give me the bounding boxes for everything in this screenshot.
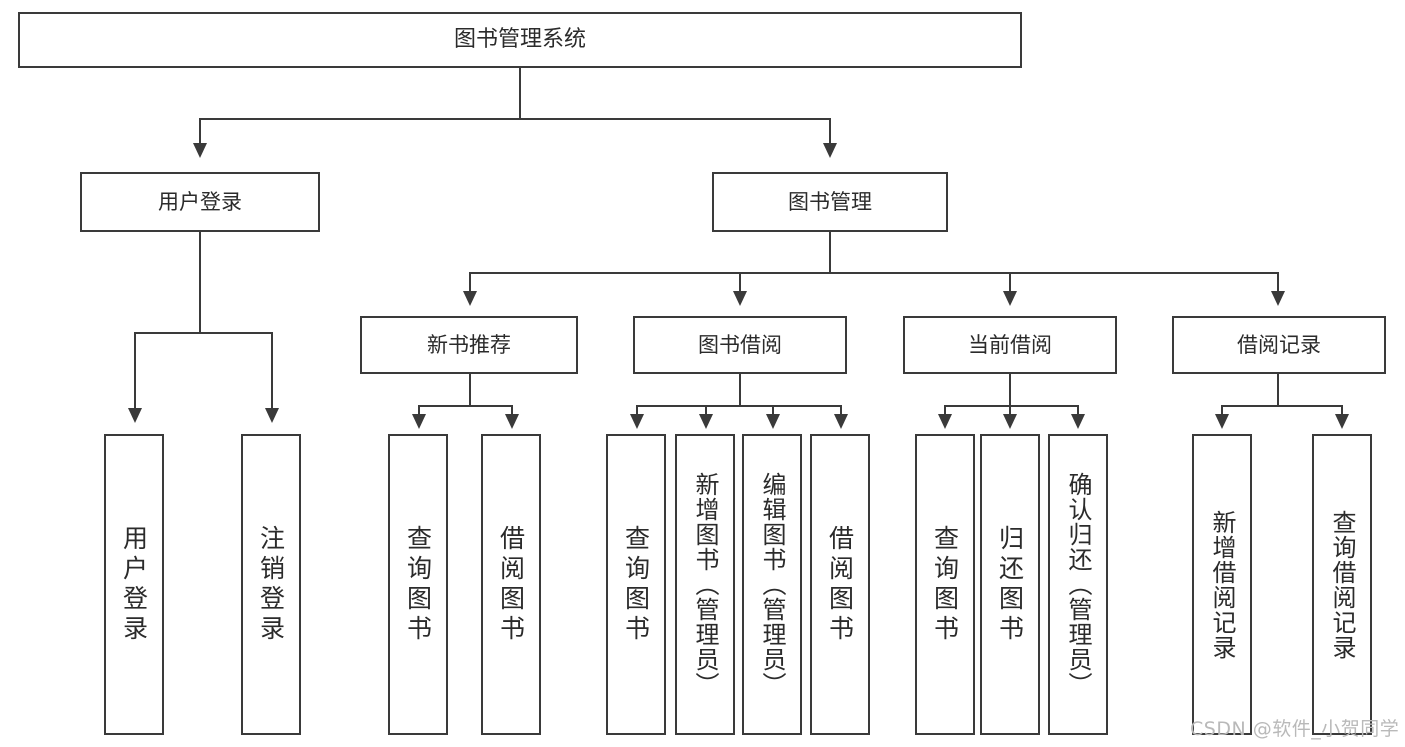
connector-borrow-record-bar [1221,405,1343,407]
leaf-bb-edit-book[interactable]: 编辑图书（管理员） [742,434,802,735]
connector-bm-drop-3 [1009,272,1011,294]
arrow-to-nb-borrow-book [505,414,519,429]
node-label: 图书管理系统 [453,27,586,53]
arrow-to-cb-return-book [1003,414,1017,429]
arrow-to-current-borrow [1003,291,1017,306]
connector-new-book-bar [418,405,513,407]
csdn-watermark: CSDN @软件_小贺同学 [1190,718,1400,740]
arrow-to-new-book [463,291,477,306]
connector-root-stem [519,68,521,118]
arrow-to-br-query-record [1335,414,1349,429]
connector-bm-drop-4 [1277,272,1279,294]
node-label: 借阅图书 [825,524,855,645]
leaf-bb-query-book[interactable]: 查询图书 [606,434,666,735]
arrow-to-book-management [823,143,837,158]
node-book-borrow[interactable]: 图书借阅 [633,316,847,374]
connector-book-management-stem [829,232,831,273]
arrow-to-user-login-leaf [128,408,142,423]
connector-cb-drop-2 [1009,405,1011,417]
arrow-to-user-login [193,143,207,158]
connector-br-drop-2 [1341,405,1343,417]
connector-book-management-bar [469,272,1279,274]
connector-user-login-stem [199,232,201,333]
connector-current-borrow-stem [1009,374,1011,406]
node-label: 归还图书 [995,524,1025,645]
arrow-to-bb-edit-book [766,414,780,429]
connector-nb-drop-1 [418,405,420,417]
connector-bb-drop-4 [840,405,842,417]
connector-new-book-stem [469,374,471,406]
node-user-login[interactable]: 用户登录 [80,172,320,232]
leaf-nb-borrow-book[interactable]: 借阅图书 [481,434,541,735]
node-label: 查询借阅记录 [1328,509,1356,660]
connector-cb-drop-3 [1077,405,1079,417]
connector-bb-drop-2 [705,405,707,417]
node-label: 新增借阅记录 [1208,509,1236,660]
node-book-management[interactable]: 图书管理 [712,172,948,232]
node-label: 编辑图书（管理员） [758,472,786,697]
arrow-to-cb-query-book [938,414,952,429]
leaf-bb-borrow-book[interactable]: 借阅图书 [810,434,870,735]
node-new-book-recommendation[interactable]: 新书推荐 [360,316,578,374]
node-label: 借阅记录 [1237,332,1321,357]
node-label: 当前借阅 [968,332,1052,357]
connector-cb-drop-1 [944,405,946,417]
connector-br-drop-1 [1221,405,1223,417]
leaf-cb-query-book[interactable]: 查询图书 [915,434,975,735]
node-label: 新增图书（管理员） [691,472,719,697]
node-label: 查询图书 [930,524,960,645]
node-label: 确认归还（管理员） [1064,472,1092,697]
node-label: 用户登录 [158,189,242,214]
arrow-to-logout-leaf [265,408,279,423]
arrow-to-bb-add-book [699,414,713,429]
leaf-cb-confirm-return[interactable]: 确认归还（管理员） [1048,434,1108,735]
node-label: 借阅图书 [496,524,526,645]
node-label: 查询图书 [621,524,651,645]
arrow-to-bb-query-book [630,414,644,429]
connector-bm-drop-1 [469,272,471,294]
connector-book-borrow-bar [636,405,841,407]
arrow-to-nb-query-book [412,414,426,429]
leaf-logout[interactable]: 注销登录 [241,434,301,735]
node-label: 用户登录 [119,524,149,645]
arrow-to-bb-borrow-book [834,414,848,429]
connector-bb-drop-3 [772,405,774,417]
node-label: 图书借阅 [698,332,782,357]
leaf-bb-add-book[interactable]: 新增图书（管理员） [675,434,735,735]
arrow-to-cb-confirm-return [1071,414,1085,429]
connector-current-borrow-bar [944,405,1079,407]
arrow-to-borrow-record [1271,291,1285,306]
connector-user-login-drop-2 [271,332,273,411]
connector-bm-drop-2 [739,272,741,294]
node-current-borrow[interactable]: 当前借阅 [903,316,1117,374]
node-label: 查询图书 [403,524,433,645]
arrow-to-br-add-record [1215,414,1229,429]
leaf-cb-return-book[interactable]: 归还图书 [980,434,1040,735]
connector-bb-drop-1 [636,405,638,417]
node-label: 新书推荐 [427,332,511,357]
arrow-to-book-borrow [733,291,747,306]
connector-user-login-drop-1 [134,332,136,411]
node-borrow-record[interactable]: 借阅记录 [1172,316,1386,374]
leaf-user-login[interactable]: 用户登录 [104,434,164,735]
connector-root-drop-right [829,118,831,146]
leaf-br-add-record[interactable]: 新增借阅记录 [1192,434,1252,735]
node-label: 图书管理 [788,189,872,214]
node-label: 注销登录 [256,524,286,645]
node-root-book-management-system[interactable]: 图书管理系统 [18,12,1022,68]
connector-root-bar [199,118,831,120]
connector-book-borrow-stem [739,374,741,406]
connector-user-login-bar [134,332,273,334]
connector-borrow-record-stem [1277,374,1279,406]
leaf-br-query-record[interactable]: 查询借阅记录 [1312,434,1372,735]
leaf-nb-query-book[interactable]: 查询图书 [388,434,448,735]
connector-nb-drop-2 [511,405,513,417]
connector-root-drop-left [199,118,201,146]
